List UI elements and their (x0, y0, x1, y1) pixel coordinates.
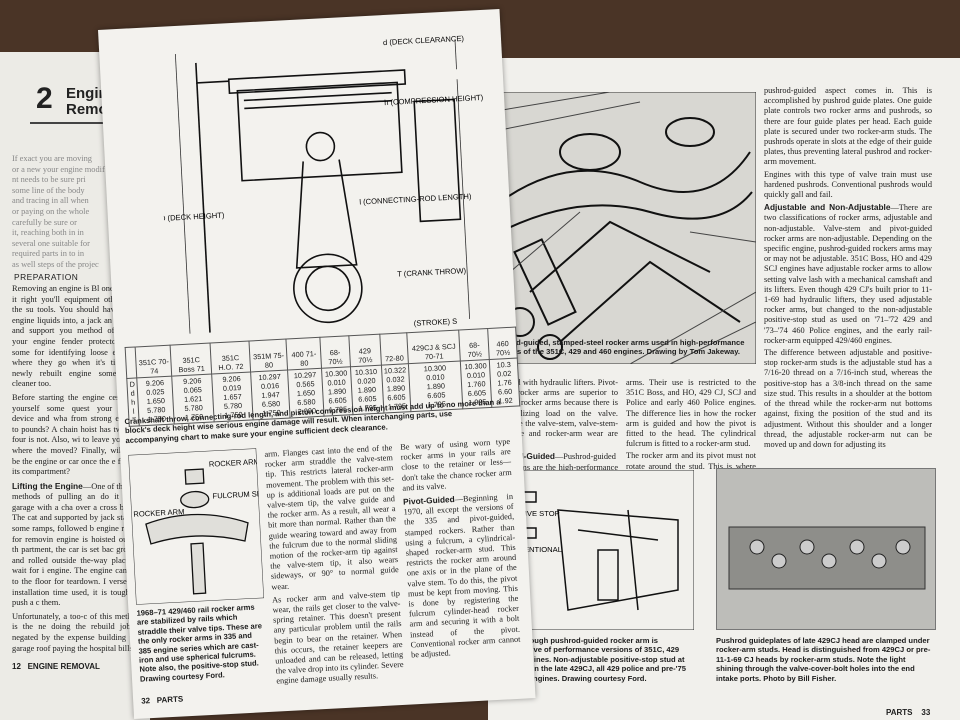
paragraph: Removing an engine is Bl one—so do it ri… (12, 284, 140, 389)
paragraph-text: —There are two classifications of rocker… (764, 203, 932, 345)
column-header: 351C H.O. 72 (210, 341, 251, 375)
stroke-label: (STROKE) S (414, 317, 458, 328)
right-page: Pushrod-guided, stamped-steel rocker arm… (488, 58, 960, 720)
column-header: 68-70½ (319, 335, 351, 369)
left-page: d (DECK CLEARANCE) h (COMPRESSION HEIGHT… (98, 8, 536, 720)
column-header: 72-80 (379, 332, 409, 366)
rocker-arm-label: ROCKER ARM (133, 507, 184, 519)
top-figure-caption: Pushrod-guided, stamped-steel rocker arm… (490, 338, 745, 357)
paragraph: arm. Flanges cast into the end of the ro… (264, 443, 399, 592)
intro-line: and tracing in all when (12, 196, 89, 206)
paragraph: pushrod-guided aspect comes in. This is … (764, 86, 932, 167)
deck-height-label: D (DECK HEIGHT) (160, 211, 225, 223)
folio-back: 12 ENGINE REMOVAL (12, 662, 100, 671)
paragraph: Before starting the engine cess, ask you… (12, 392, 140, 477)
intro-line: it, reaching both in in (12, 228, 84, 238)
intro-line: or a new your engine modif (12, 164, 105, 174)
piston-rod-diagram: d (DECK CLEARANCE) h (COMPRESSION HEIGHT… (160, 34, 484, 334)
intro-line: carefully be sure or (12, 217, 77, 227)
column-header: 429 70½ (348, 334, 382, 367)
page-number: 32 (140, 696, 151, 706)
intro-line: some line of the body (12, 185, 85, 195)
page-number: 33 (921, 708, 931, 717)
paragraph-text: —Beginning in 1970, all except the versi… (403, 491, 521, 660)
column-header: 351M 75-80 (249, 339, 288, 372)
folio-left: 32 PARTS (141, 694, 184, 705)
folio-right: PARTS 33 (886, 708, 930, 717)
left-col3-text: Be wary of using worn type rocker arms i… (400, 437, 522, 682)
crank-throw-label: T (CRANK THROW) (397, 266, 467, 279)
column-header: 429CJ & SCJ 70-71 (406, 330, 461, 364)
head-caption: Pushrod guideplates of late 429CJ head a… (716, 636, 931, 683)
rocker-caption: 1968–71 429/460 rail rocker arms are sta… (136, 602, 263, 684)
running-footer: PARTS (156, 694, 184, 705)
section-heading: PREPARATION (14, 272, 79, 282)
running-footer: PARTS (886, 708, 913, 717)
paragraph: Unfortunately, a too-c of this method is… (12, 611, 140, 653)
row-label: h (130, 397, 136, 407)
section-caption: Section through pushrod-guided rocker ar… (490, 636, 686, 683)
paragraph: Be wary of using worn type rocker arms i… (400, 437, 512, 493)
intro-line: or paying on the whole (12, 206, 90, 216)
paragraph: arms. Their use is restricted to the 351… (626, 378, 756, 449)
stud-nut-label: ROCKER ARM STUD NUT (209, 455, 264, 469)
run-in-heading: Lifting the Engine (12, 480, 83, 491)
page-number: 12 (12, 662, 21, 671)
running-footer: ENGINE REMOVAL (27, 662, 100, 671)
chapter-rule (30, 122, 140, 124)
cylinder-head-photo (716, 468, 936, 630)
paragraph: Lifting the Engine—One of th mon methods… (12, 481, 140, 609)
positive-stop-label: POSITIVE STOP (502, 509, 560, 518)
compression-height-label: h (COMPRESSION HEIGHT) (384, 93, 484, 107)
paragraph: As rocker arm and valve-stem tip wear, t… (271, 588, 404, 687)
right-col2-text: arms. Their use is restricted to the 351… (626, 378, 756, 482)
paragraph: Engines with this type of valve train mu… (764, 169, 932, 200)
intro-text: If exact you are moving or a new your en… (12, 154, 140, 271)
deck-clearance-label: d (DECK CLEARANCE) (383, 34, 465, 47)
back-page-body: Removing an engine is Bl one—so do it ri… (12, 284, 140, 662)
rail-rocker-drawing: ROCKER ARM STUD NUT ROCKER ARM FULCRUM S… (128, 448, 264, 605)
paragraph: Pivot-Guided—Beginning in 1970, all exce… (403, 491, 521, 661)
intro-line: several one suitable for (12, 238, 90, 248)
rocker-arm-drawing (490, 92, 756, 364)
row-label: d (130, 388, 135, 398)
intro-line: If exact you are moving (12, 154, 92, 163)
paragraph: The difference between adjustable and po… (764, 348, 932, 449)
fulcrum-seat-label: FULCRUM SEAT (212, 489, 264, 501)
conventional-label: CONVENTIONAL (502, 545, 562, 554)
column-header: 400 71-80 (286, 337, 322, 371)
intro-line: nt needs to be sure pri (12, 175, 86, 185)
left-col2-text: arm. Flanges cast into the end of the ro… (264, 443, 404, 689)
column-header: 460 70½ (487, 327, 518, 360)
rod-length-label: l (CONNECTING-ROD LENGTH) (359, 192, 472, 207)
paragraph: Adjustable and Non-Adjustable—There are … (764, 202, 932, 346)
column-header: 68-70½ (459, 328, 490, 361)
right-col3-text: pushrod-guided aspect comes in. This is … (764, 86, 932, 466)
run-in-heading: Adjustable and Non-Adjustable (764, 202, 891, 213)
intro-line: as well steps of the projec (12, 259, 99, 269)
row-label: D (129, 379, 136, 389)
chapter-number: 2 (36, 82, 53, 115)
paragraph-text: —One of th mon methods of pulling an do … (12, 481, 140, 608)
row-label: l (132, 406, 135, 416)
column-header: 351C 70-74 (135, 345, 173, 378)
intro-line: required parts in to in (12, 249, 85, 259)
column-header: 351C Boss 71 (170, 343, 212, 377)
